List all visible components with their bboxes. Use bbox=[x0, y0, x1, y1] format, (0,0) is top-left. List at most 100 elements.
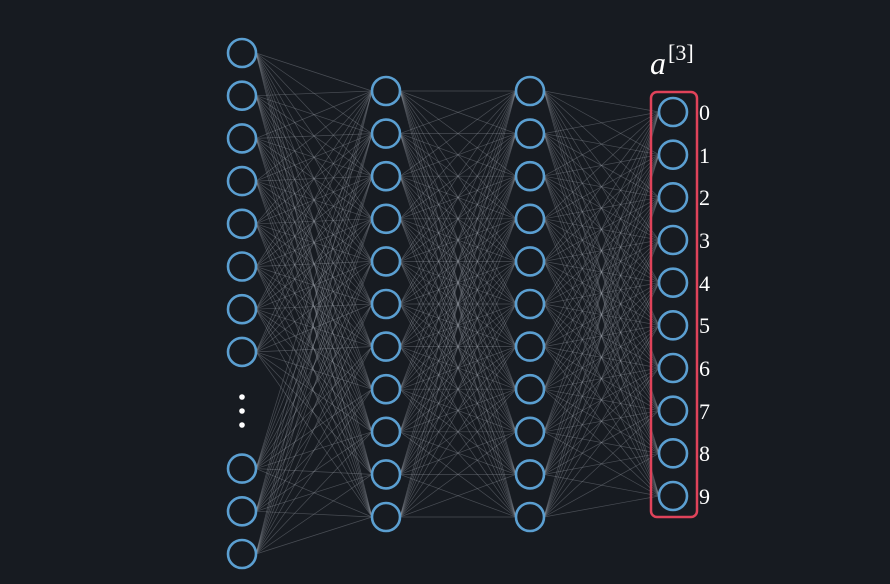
connection-line bbox=[399, 303, 517, 475]
connection-line bbox=[255, 510, 373, 518]
connection-line bbox=[399, 133, 517, 220]
connection-line bbox=[255, 218, 373, 512]
neuron-hidden-2-4 bbox=[514, 246, 546, 277]
neuron-hidden-2-3 bbox=[514, 203, 546, 235]
connection-line bbox=[255, 474, 373, 512]
output-label-1: 1 bbox=[699, 142, 710, 168]
connection-line bbox=[255, 90, 373, 225]
connection-line bbox=[255, 95, 373, 220]
connection-line bbox=[399, 388, 517, 475]
connection-line bbox=[399, 431, 517, 475]
connection-line bbox=[255, 133, 373, 139]
connection-line bbox=[255, 261, 373, 267]
connection-line bbox=[543, 133, 660, 198]
connection-line bbox=[543, 410, 660, 475]
connection-line bbox=[399, 303, 517, 347]
connection-line bbox=[399, 218, 517, 475]
connection-line bbox=[399, 90, 517, 475]
connection-line bbox=[399, 261, 517, 475]
connection-line bbox=[399, 218, 517, 432]
connection-line bbox=[255, 218, 373, 267]
connection-line bbox=[399, 346, 517, 390]
connection-line bbox=[543, 239, 660, 518]
connection-line bbox=[255, 95, 373, 432]
connection-line bbox=[543, 325, 660, 475]
connection-line bbox=[543, 261, 660, 284]
connection-line bbox=[543, 90, 660, 198]
output-label-4: 4 bbox=[699, 270, 710, 296]
connection-line bbox=[255, 218, 373, 225]
ellipsis-dot-0 bbox=[239, 394, 245, 400]
connection-line bbox=[543, 303, 660, 497]
neuron-hidden-1-10 bbox=[370, 501, 402, 533]
connection-line bbox=[543, 261, 660, 369]
connection-line bbox=[543, 367, 660, 390]
connection-line bbox=[399, 133, 517, 475]
connection-line bbox=[255, 223, 373, 390]
neuron-hidden-1-5 bbox=[370, 288, 402, 320]
connection-line bbox=[255, 90, 373, 555]
connection-line bbox=[543, 197, 660, 432]
connection-line bbox=[543, 218, 660, 454]
neuron-hidden-2-6 bbox=[514, 331, 546, 362]
connection-line bbox=[399, 175, 517, 305]
connection-line bbox=[255, 474, 373, 555]
connection-line bbox=[255, 180, 373, 262]
connection-line bbox=[399, 261, 517, 432]
connection-line bbox=[399, 474, 517, 518]
neuron-output-1 bbox=[657, 139, 689, 170]
connection-line bbox=[399, 346, 517, 475]
connection-line bbox=[255, 133, 373, 182]
connection-line bbox=[543, 197, 660, 475]
connection-line bbox=[543, 367, 660, 433]
neuron-hidden-2-10 bbox=[514, 501, 546, 533]
connection-line bbox=[399, 261, 517, 390]
connection-line bbox=[543, 196, 660, 220]
connection-line bbox=[399, 133, 517, 475]
connection-line bbox=[543, 111, 660, 347]
connection-line bbox=[255, 266, 373, 518]
connection-line bbox=[399, 218, 517, 305]
connection-line bbox=[255, 52, 373, 432]
connection-line bbox=[255, 308, 373, 347]
connection-line bbox=[399, 90, 517, 134]
connection-line bbox=[399, 431, 517, 475]
connection-line bbox=[543, 282, 660, 518]
output-label-9: 9 bbox=[699, 484, 710, 509]
connection-line bbox=[255, 351, 373, 390]
connection-line bbox=[543, 154, 660, 390]
connection-line bbox=[543, 175, 660, 241]
connection-line bbox=[255, 431, 373, 469]
connection-line bbox=[543, 239, 660, 305]
connection-line bbox=[399, 303, 517, 518]
connection-line bbox=[399, 218, 517, 432]
connection-line bbox=[255, 175, 373, 267]
connection-line bbox=[255, 180, 373, 390]
connection-line bbox=[255, 138, 373, 262]
connection-line bbox=[255, 90, 373, 310]
connection-line bbox=[543, 261, 660, 497]
connection-line bbox=[543, 133, 660, 497]
connection-line bbox=[399, 261, 517, 432]
connection-line bbox=[255, 95, 373, 305]
connection-line bbox=[543, 325, 660, 390]
connection-line bbox=[399, 176, 517, 347]
connection-line bbox=[399, 176, 517, 432]
connection-line bbox=[255, 346, 373, 469]
connection-line bbox=[399, 175, 517, 262]
connection-line bbox=[399, 431, 517, 518]
connection-line bbox=[399, 90, 517, 262]
connection-line bbox=[399, 218, 517, 262]
connection-line bbox=[399, 133, 517, 518]
connection-line bbox=[255, 266, 373, 475]
output-label-3: 3 bbox=[699, 228, 710, 253]
connection-line bbox=[399, 90, 517, 390]
connection-line bbox=[543, 282, 660, 347]
connection-line bbox=[399, 90, 517, 432]
connection-line bbox=[543, 239, 660, 262]
connection-line bbox=[399, 133, 517, 305]
connection-line bbox=[255, 218, 373, 353]
connection-line bbox=[255, 138, 373, 518]
